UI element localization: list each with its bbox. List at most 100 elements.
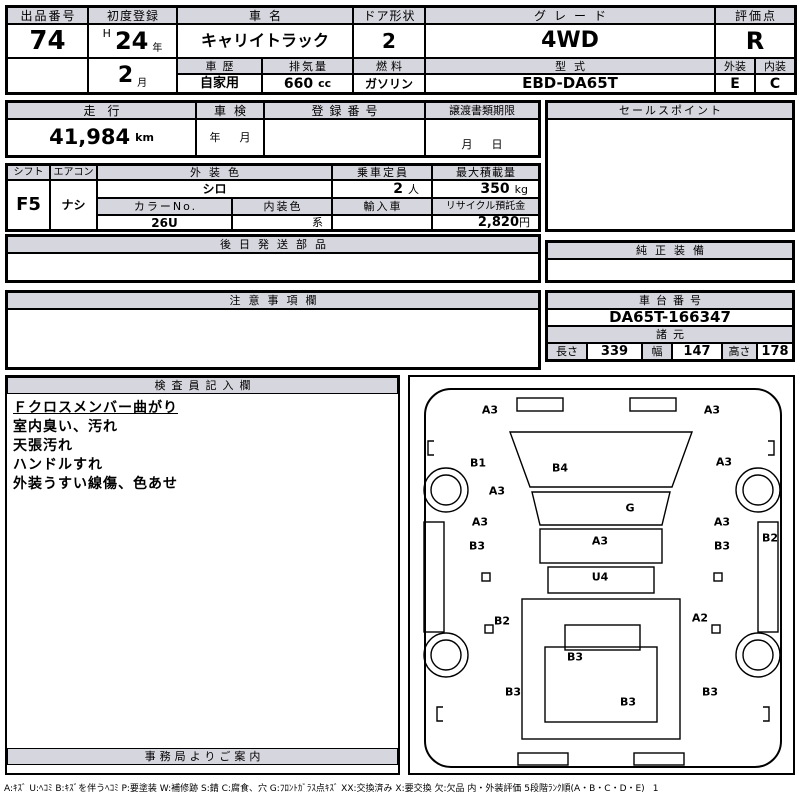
chassis-number-text: DA65T-166347 <box>609 309 731 326</box>
first-reg-month: 2 <box>117 62 134 88</box>
spec-length-label-text: 長さ <box>556 345 578 358</box>
genuine-equipment-label-text: 純正装備 <box>636 244 712 257</box>
chassis-value: DA65T-166347 <box>547 309 793 326</box>
genuine-equipment-box: 純正装備 <box>545 240 795 283</box>
exhibit-no-label-text: 出品番号 <box>20 8 77 23</box>
damage-code-b2: B2 <box>493 614 511 628</box>
later-parts-label-text: 後日発送部品 <box>220 238 334 251</box>
fuel-value: ガソリン <box>353 74 425 93</box>
imported-label: 輸入車 <box>332 198 432 215</box>
inspector-notes: Ｆクロスメンバー曲がり室内臭い、汚れ天張汚れハンドルすれ外装うすい線傷、色あせ <box>13 399 396 494</box>
damage-code-b3: B3 <box>566 650 584 664</box>
grade-label: グレード <box>425 7 715 24</box>
spec-length-value: 339 <box>587 343 642 360</box>
inspector-note-line: ハンドルすれ <box>13 457 103 473</box>
caution-label: 注意事項欄 <box>7 292 539 309</box>
first-reg-era: H <box>102 27 111 40</box>
door-shape-value: 2 <box>353 24 425 58</box>
damage-code-a2: A2 <box>691 611 709 625</box>
spec-height-label-text: 高さ <box>728 345 751 358</box>
exterior-label: 外装 <box>715 58 755 74</box>
door-shape-label-text: ドア形状 <box>363 8 416 23</box>
damage-code-a3: A3 <box>715 455 733 469</box>
recycle-number: 2,820 <box>477 215 519 230</box>
score-label-text: 評価点 <box>734 8 777 23</box>
inspector-note-line: 外装うすい線傷、色あせ <box>13 476 178 492</box>
sales-point-label: セールスポイント <box>547 102 793 119</box>
mileage-label: 走行 <box>7 102 196 119</box>
interior-value: C <box>755 74 795 93</box>
capacity-value: 2 人 <box>332 180 432 198</box>
sales-point-box: セールスポイント <box>545 100 795 232</box>
office-header-text: 事務局よりご案内 <box>144 750 265 763</box>
damage-code-g: G <box>625 501 635 515</box>
imported-value <box>332 215 432 230</box>
office-header: 事務局よりご案内 <box>7 748 398 765</box>
recycle-label: リサイクル預託金 <box>432 198 539 215</box>
interior-grade-text: C <box>769 75 781 92</box>
inspector-header: 検査員記入欄 <box>7 377 398 394</box>
mileage-number: 41,984 <box>49 125 131 149</box>
chassis-box: 車台番号 DA65T-166347 諸元 長さ 339 幅 147 高さ 178 <box>545 290 795 362</box>
damage-code-a3: A3 <box>591 534 609 548</box>
history-label: 車歴 <box>177 58 262 74</box>
spec-width-label-text: 幅 <box>651 345 663 358</box>
max-load-number: 350 <box>480 181 510 197</box>
shift-value: F5 <box>7 180 50 230</box>
damage-code-b3: B3 <box>504 685 522 699</box>
color-no-value: 26U <box>97 215 232 230</box>
aircon-label: エアコン <box>50 165 97 180</box>
displacement-text: 660 <box>283 75 314 92</box>
car-name-text: キャリイトラック <box>200 31 329 50</box>
ext-color-label: 外装色 <box>97 165 332 180</box>
recycle-unit: 円 <box>519 216 530 229</box>
max-load-unit: kg <box>514 182 528 196</box>
legend: A:ｷｽﾞ U:ﾍｺﾐ B:ｷｽﾞを伴うﾍｺﾐ P:要塗装 W:補修跡 S:錆 … <box>4 782 796 796</box>
first-reg-month-value: 2 月 <box>88 58 177 93</box>
model-label: 型式 <box>425 58 715 74</box>
chassis-label: 車台番号 <box>547 292 793 309</box>
mileage-label-text: 走行 <box>83 103 132 118</box>
shift-label-text: シフト <box>13 166 44 178</box>
recycle-label-text: リサイクル預託金 <box>445 200 526 212</box>
grade-label-text: グレード <box>533 8 614 23</box>
sales-point-label-text: セールスポイント <box>619 104 723 117</box>
shift-text: F5 <box>16 194 41 215</box>
genuine-equipment-body <box>547 259 793 281</box>
history-text: 自家用 <box>199 76 239 91</box>
capacity-label: 乗車定員 <box>332 165 432 180</box>
specs-label-text: 諸元 <box>656 328 690 341</box>
reg-no-label-text: 登録番号 <box>311 103 384 118</box>
damage-code-u4: U4 <box>591 570 609 584</box>
ext-color-label-text: 外装色 <box>190 166 247 179</box>
mileage-table: 走行 車検 登録番号 譲渡書類期限 41,984 km 年 月 月 日 <box>5 100 541 158</box>
damage-code-b3: B3 <box>619 695 637 709</box>
aircon-value: ナシ <box>50 180 97 230</box>
shaken-text: 年 月 <box>209 131 255 144</box>
history-label-text: 車歴 <box>205 59 240 73</box>
spec-length-text: 339 <box>600 344 629 359</box>
page-number: 1 <box>652 784 659 794</box>
equipment-table: シフト エアコン 外装色 乗車定員 最大積載量 F5 ナシ シロ 2 人 350… <box>5 163 541 232</box>
spec-height-value: 178 <box>757 343 793 360</box>
fuel-label-text: 燃料 <box>376 59 406 73</box>
car-name-label-text: 車名 <box>248 8 289 23</box>
caution-label-text: 注意事項欄 <box>229 294 325 307</box>
inspector-note-line: Ｆクロスメンバー曲がり <box>13 400 178 416</box>
ext-color-text: シロ <box>202 182 227 196</box>
damage-code-a3: A3 <box>713 515 731 529</box>
damage-code-a3: A3 <box>481 403 499 417</box>
inspector-note-line: 天張汚れ <box>13 438 73 454</box>
color-no-label: カラーNo. <box>97 198 232 215</box>
int-color-label-text: 内装色 <box>263 200 303 213</box>
spec-height-label: 高さ <box>722 343 757 360</box>
transfer-deadline-text: 月 日 <box>461 138 507 151</box>
shaken-label-text: 車検 <box>213 103 254 118</box>
int-color-value: 系 <box>232 215 332 230</box>
exhibit-no-empty <box>7 58 88 93</box>
exterior-label-text: 外装 <box>724 59 746 73</box>
spec-width-label: 幅 <box>642 343 672 360</box>
